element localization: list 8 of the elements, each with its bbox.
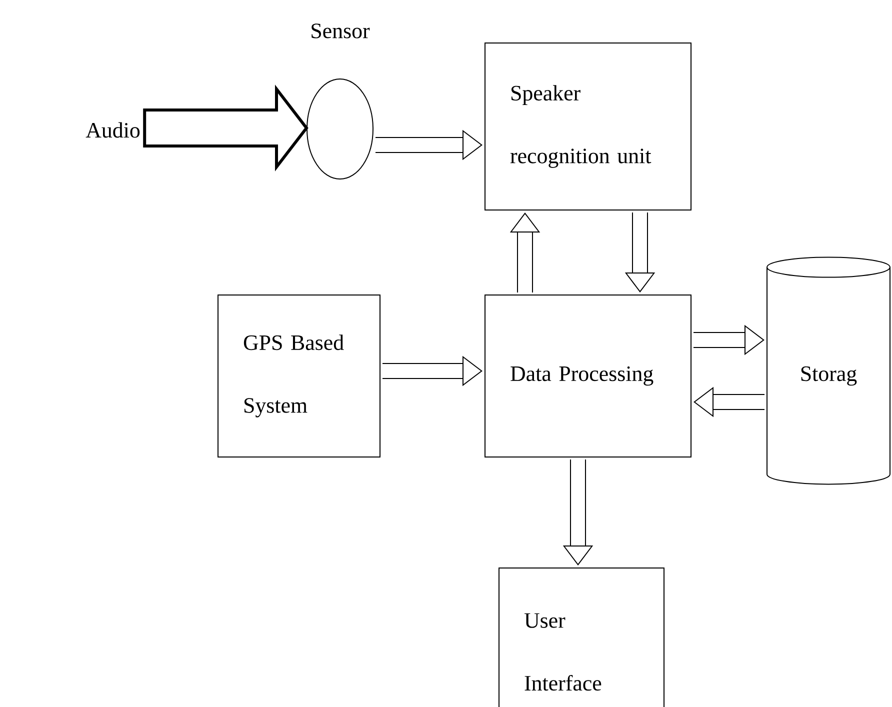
- node-label: Sensor: [312, 24, 370, 38]
- process-box: User Interface: [498, 568, 664, 707]
- process-box: GPS Based System: [218, 294, 380, 458]
- block-arrow: [143, 84, 308, 172]
- process-box: Speaker recognition unit: [484, 42, 692, 210]
- process-box: Data Processing: [484, 294, 692, 458]
- audio-label: Audio: [86, 122, 140, 138]
- storage-cylinder: Storag: [766, 256, 890, 485]
